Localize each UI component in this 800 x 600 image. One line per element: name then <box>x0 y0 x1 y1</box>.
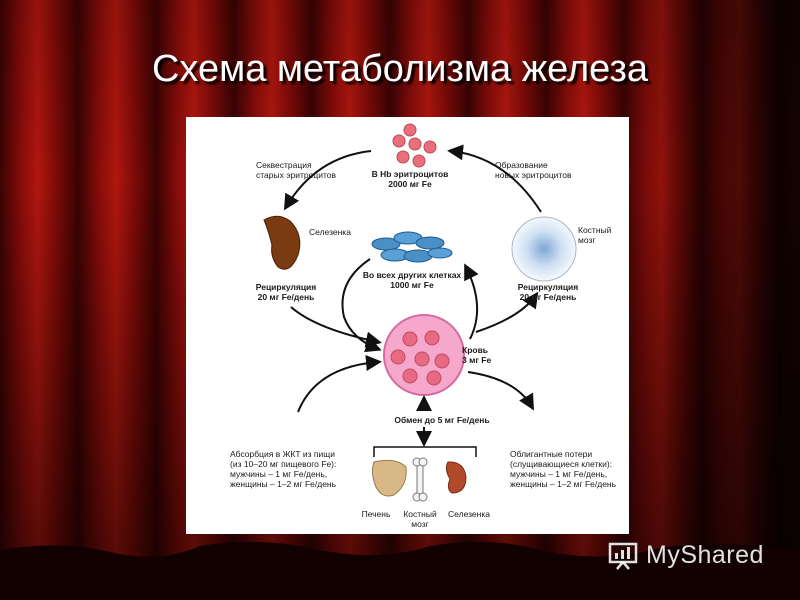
blood-cell-icon <box>383 314 465 396</box>
spleen-label: Селезенка <box>309 227 351 237</box>
watermark-text: MyShared <box>646 540 764 569</box>
arrow-new-erythrocytes <box>447 144 542 213</box>
organs-bracket <box>373 446 477 457</box>
stage-floor <box>0 541 800 600</box>
organ-liver-label: Печень <box>361 509 391 519</box>
losses-label: Облигантные потери(слущивающиеся клетки)… <box>510 449 617 489</box>
rbc-cluster-icon <box>392 123 437 168</box>
spleen-icon <box>263 215 301 270</box>
other-cells-icon <box>371 231 453 263</box>
arrow-absorption <box>297 354 382 413</box>
arrow-losses <box>467 371 534 411</box>
presentation-icon <box>608 542 638 570</box>
slide-title: Схема метаболизма железа <box>151 48 649 90</box>
liver-icon <box>371 459 407 497</box>
iron-metabolism-diagram <box>263 123 577 502</box>
arrow-to-other-cells <box>464 263 479 340</box>
bone-marrow-icon <box>511 216 577 282</box>
exchange-label: Обмен до 5 мг Fe/день <box>394 415 490 425</box>
arrow-sequestration <box>283 150 372 211</box>
arrow-recirculation-left <box>290 306 382 348</box>
spleen-small-icon <box>445 461 467 494</box>
arrow-to-blood-left <box>341 258 382 353</box>
absorption-label: Абсорбция в ЖКТ из пищи(из 10–20 мг пище… <box>230 449 337 489</box>
watermark: MyShared <box>608 538 764 572</box>
bone-icon <box>412 457 428 502</box>
arrow-recirculation-right <box>475 291 539 333</box>
organ-spleen-label: Селезенка <box>448 509 490 519</box>
